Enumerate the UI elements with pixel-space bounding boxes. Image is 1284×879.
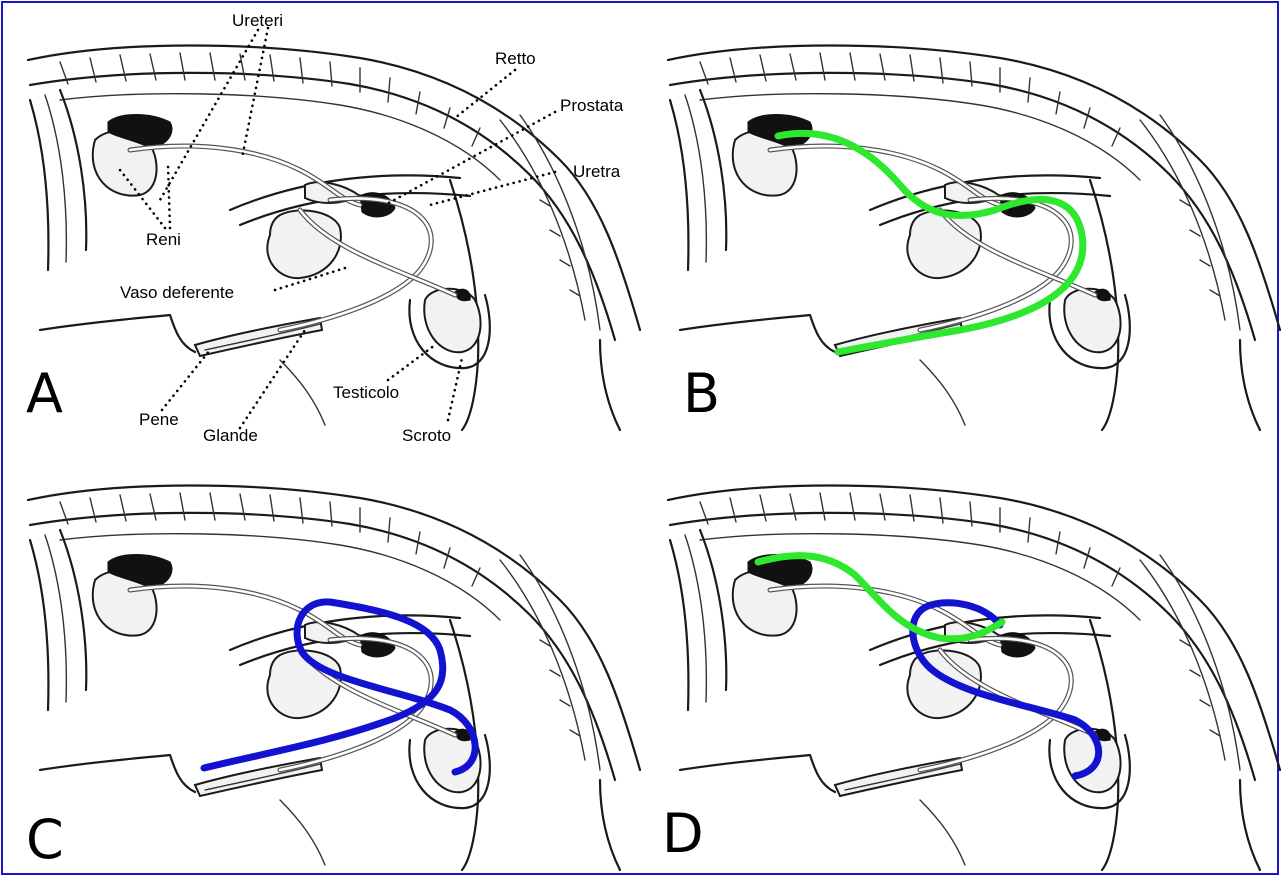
label-glande: Glande [203,426,258,445]
panel-letter-c: C [26,808,64,871]
panel-letter-d: D [662,802,704,865]
panel-c [28,486,640,871]
panel-letter-a: A [26,362,63,425]
panel-d [668,486,1280,871]
anatomy-labels: Ureteri Retto Prostata Uretra Reni Vaso … [120,11,624,445]
label-pene: Pene [139,410,179,429]
label-reni: Reni [146,230,181,249]
label-scroto: Scroto [402,426,451,445]
label-testicolo: Testicolo [333,383,399,402]
label-prostata: Prostata [560,96,624,115]
label-ureteri: Ureteri [232,11,283,30]
label-uretra: Uretra [573,162,621,181]
label-vaso-deferente: Vaso deferente [120,283,234,302]
panel-letter-b: B [683,362,720,425]
panel-a [28,46,640,431]
panel-b [668,46,1280,431]
label-retto: Retto [495,49,536,68]
